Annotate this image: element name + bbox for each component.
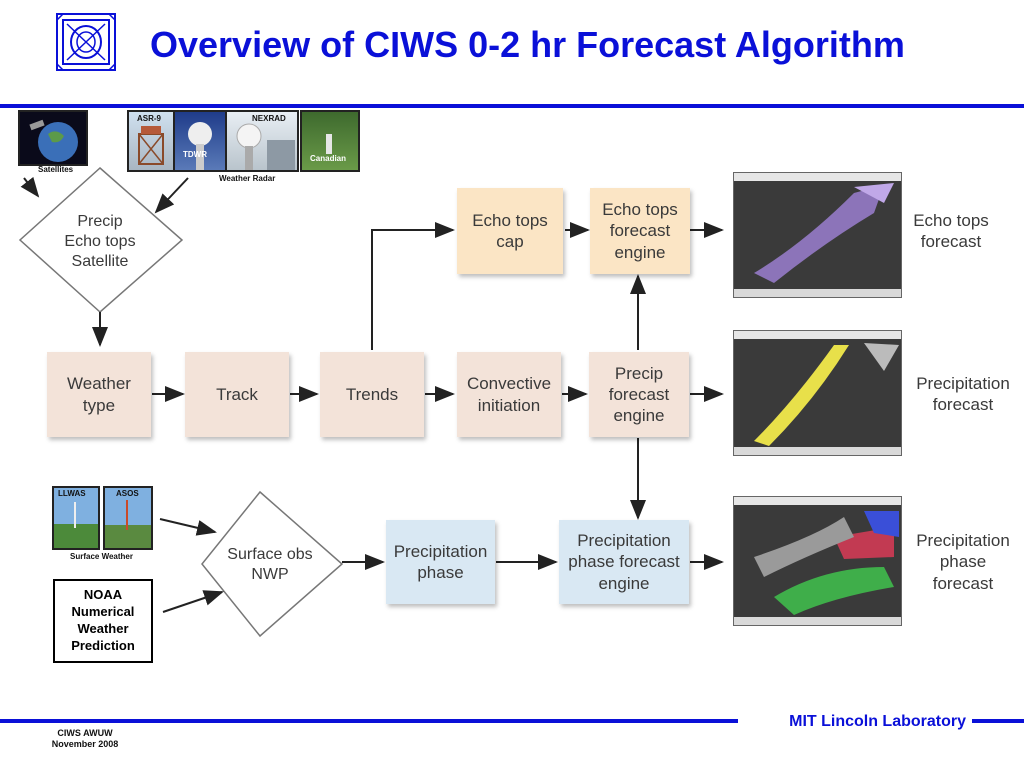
llwas-image <box>52 486 100 550</box>
precipitation-phase-box: Precipitation phase <box>386 520 495 604</box>
nexrad-image <box>225 110 299 172</box>
noaa-line-3: Weather <box>77 621 129 636</box>
asos-label: ASOS <box>116 489 139 498</box>
trends-box: Trends <box>320 352 424 437</box>
surface-diamond <box>201 490 344 638</box>
satellites-caption: Satellites <box>38 165 74 174</box>
phase-out-line-3: forecast <box>932 573 994 593</box>
noaa-line-4: Prediction <box>71 637 135 653</box>
tdwr-label: TDWR <box>183 150 207 159</box>
surface-diamond-line-1: Surface obs <box>227 546 313 563</box>
track-line-1: Track <box>216 384 258 404</box>
phase-line-1: Precipitation <box>393 541 488 561</box>
lab-name: MIT Lincoln Laboratory <box>789 713 966 730</box>
precip-phase-map <box>733 496 902 626</box>
echo-engine-line-1: Echo tops <box>602 200 678 220</box>
precip-diamond-line-3: Satellite <box>71 253 129 270</box>
precip-engine-line-1: Precip <box>614 363 664 383</box>
echo-tops-map <box>733 172 902 298</box>
precipitation-map <box>733 330 902 456</box>
precip-engine-line-2: forecast <box>608 384 670 404</box>
trends-line-1: Trends <box>345 384 399 404</box>
asr9-label: ASR-9 <box>137 114 162 123</box>
noaa-line-1: NOAA <box>83 587 123 603</box>
phase-line-2: phase <box>417 563 464 582</box>
convective-line-1: Convective <box>466 374 552 394</box>
surface-diamond-line-2: NWP <box>251 566 289 583</box>
nexrad-label: NEXRAD <box>252 114 286 123</box>
footer-rule-left <box>0 719 738 723</box>
precip-diamond-label: Precip Echo tops Satellite <box>40 212 160 272</box>
weather-type-line-1: Weather <box>67 374 131 394</box>
noaa-line-2: Numerical <box>71 604 135 620</box>
echo-cap-line-1: Echo tops <box>472 210 548 230</box>
track-box: Track <box>185 352 289 437</box>
echo-engine-line-2: forecast <box>609 221 671 241</box>
phase-engine-line-2: phase forecast <box>568 552 680 572</box>
canadian-image <box>300 110 360 172</box>
noaa-nwp-box: NOAA Numerical Weather Prediction <box>53 579 153 663</box>
phase-out-line-2: phase <box>939 552 987 572</box>
phase-engine-line-1: Precipitation <box>577 531 671 551</box>
phase-engine-line-3: engine <box>598 573 650 593</box>
header-rule <box>0 104 1024 108</box>
convective-line-2: initiation <box>477 395 541 415</box>
footer-event-date: November 2008 <box>51 739 119 750</box>
precip-diamond-line-1: Precip <box>77 213 123 230</box>
phase-out-line-1: Precipitation <box>916 531 1010 550</box>
mit-ll-logo <box>56 13 116 71</box>
llwas-label: LLWAS <box>58 489 86 498</box>
precipitation-forecast-label: Precipitation forecast <box>905 373 1021 416</box>
precip-diamond-line-2: Echo tops <box>64 233 136 250</box>
echo-tops-cap-box: Echo tops cap <box>457 188 563 274</box>
tdwr-image <box>173 110 227 172</box>
phase-forecast-label: Precipitation phase forecast <box>905 530 1021 594</box>
echo-tops-forecast-label: Echo tops forecast <box>905 210 997 253</box>
precip-engine-line-3: engine <box>613 406 665 426</box>
page-title: Overview of CIWS 0-2 hr Forecast Algorit… <box>150 24 905 65</box>
footer-event-name: CIWS AWUW <box>57 728 113 738</box>
footer-rule-right <box>972 719 1024 723</box>
weather-type-line-2: type <box>82 395 116 415</box>
echo-engine-line-3: engine <box>614 242 666 262</box>
surface-diamond-label: Surface obs NWP <box>205 545 335 585</box>
precip-out-line-1: Precipitation <box>916 374 1010 393</box>
satellite-image <box>18 110 88 166</box>
weather-radar-caption: Weather Radar <box>219 174 276 183</box>
echo-out-line-2: forecast <box>920 232 982 252</box>
canadian-label: Canadian <box>310 154 347 163</box>
precip-out-line-2: forecast <box>932 395 994 415</box>
asr9-image <box>127 110 175 172</box>
surface-weather-caption: Surface Weather <box>70 552 133 561</box>
footer-event: CIWS AWUW November 2008 <box>40 728 130 751</box>
asos-image <box>103 486 153 550</box>
echo-out-line-1: Echo tops <box>913 211 989 230</box>
echo-cap-line-2: cap <box>496 232 524 251</box>
